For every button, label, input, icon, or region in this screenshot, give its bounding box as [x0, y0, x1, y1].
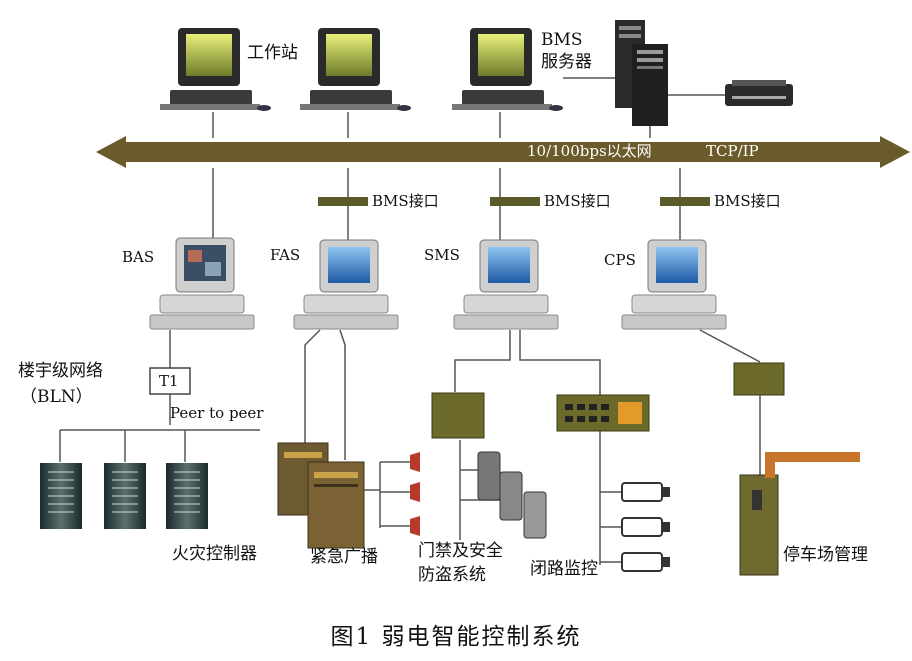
- bms-interface-bar-cps: [660, 197, 710, 206]
- cps-label: CPS: [604, 251, 636, 269]
- cps-computer: [621, 239, 727, 330]
- bln-label-line1: 楼宇级网络: [18, 361, 103, 381]
- cctv-label: 闭路监控: [530, 559, 598, 579]
- t1-label: T1: [159, 372, 179, 390]
- protocol-label: TCP/IP: [706, 142, 759, 160]
- workstation-computer-3: [452, 28, 563, 111]
- bms-interface-bar-fas: [318, 197, 368, 206]
- cps-lines: [699, 329, 761, 475]
- server-label-line1: BMS: [541, 30, 583, 50]
- bms-server-towers: [615, 20, 668, 126]
- cctv-camera-icons: [621, 482, 670, 572]
- t1-terminal-box: [149, 367, 191, 395]
- emergency-broadcast-cabinets: [277, 442, 365, 549]
- bas-network-lines: [59, 330, 260, 462]
- bms-interface-bars: [318, 197, 710, 206]
- top-drop-lines: [212, 77, 725, 138]
- parking-controller-box: [733, 362, 785, 396]
- fire-controller-cabinets: [40, 463, 208, 529]
- fire-controller-label: 火灾控制器: [172, 544, 257, 564]
- parking-barrier: [739, 452, 860, 576]
- parking-label: 停车场管理: [783, 545, 868, 565]
- printer: [725, 80, 793, 106]
- backbone-label: 10/100bps以太网: [527, 142, 652, 160]
- subsystem-drop-lines: [212, 168, 681, 250]
- access-card-readers: [477, 451, 547, 539]
- access-control-label-line2: 防盗系统: [418, 565, 486, 585]
- bas-computer: [149, 237, 255, 330]
- bms-interface-label-sms: BMS接口: [544, 192, 611, 210]
- workstation-computer-2: [300, 28, 411, 111]
- workstation-label: 工作站: [247, 43, 298, 63]
- sms-label: SMS: [424, 246, 460, 264]
- bms-interface-bar-sms: [490, 197, 540, 206]
- access-control-label-line1: 门禁及安全: [418, 541, 503, 561]
- bas-label: BAS: [122, 248, 155, 266]
- bms-interface-label-fas: BMS接口: [372, 192, 439, 210]
- sms-computer: [453, 239, 559, 330]
- fas-label: FAS: [270, 246, 301, 264]
- speaker-icons: [410, 452, 420, 536]
- peer-to-peer-label: Peer to peer: [170, 404, 264, 422]
- figure-caption: 图1 弱电智能控制系统: [330, 624, 582, 650]
- access-controller-box: [431, 392, 485, 439]
- fas-computer: [293, 239, 399, 330]
- bms-interface-label-cps: BMS接口: [714, 192, 781, 210]
- video-matrix: [556, 394, 650, 432]
- ethernet-backbone: [96, 136, 910, 168]
- workstation-computer-1: [160, 28, 271, 111]
- bln-label-line2: （BLN）: [20, 387, 93, 407]
- fas-lines: [304, 329, 410, 528]
- server-label-line2: 服务器: [541, 52, 592, 72]
- emergency-broadcast-label: 紧急广播: [310, 547, 378, 567]
